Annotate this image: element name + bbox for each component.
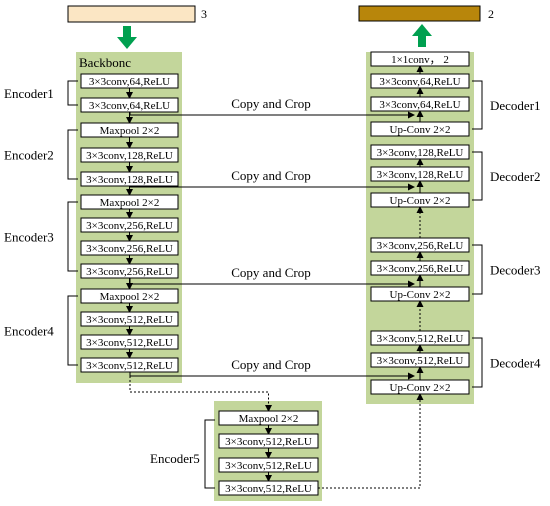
encoder-block-5-label: 3×3conv,128,ReLU xyxy=(86,174,173,186)
encoder-block-9: 3×3conv,256,ReLU xyxy=(80,263,179,279)
input-channels-label: 3 xyxy=(201,7,207,21)
encoder-block-4-label: 3×3conv,128,ReLU xyxy=(86,150,173,162)
encoder-block-13-label: 3×3conv,512,ReLU xyxy=(86,360,173,372)
decoder-block-10-label: 3×3conv,512,ReLU xyxy=(377,333,464,345)
encoder5-block-2-label: 3×3conv,512,ReLU xyxy=(225,436,312,448)
encoder5-block-3: 3×3conv,512,ReLU xyxy=(218,457,319,473)
encoder-block-1: 3×3conv,64,ReLU xyxy=(80,73,179,89)
decoder-block-8-label: 3×3conv,256,ReLU xyxy=(377,263,464,275)
encoder-bracket-4 xyxy=(67,295,78,366)
encoder-block-6-label: Maxpool 2×2 xyxy=(100,197,160,209)
encoder-block-8: 3×3conv,256,ReLU xyxy=(80,240,179,256)
encoder-block-3: Maxpool 2×2 xyxy=(80,122,179,138)
encoder-group-label-3: Encoder3 xyxy=(4,230,54,245)
encoder-block-3-label: Maxpool 2×2 xyxy=(100,125,160,137)
encoder-group-label-1: Encoder1 xyxy=(4,86,54,101)
skip-label-3: Copy and Crop xyxy=(231,265,310,280)
layer-blocks: 3×3conv,64,ReLU 3×3conv,64,ReLU Maxpool 2×… xyxy=(80,51,470,496)
decoder-block-9-label: Up-Conv 2×2 xyxy=(390,289,451,301)
encoder-bracket-2 xyxy=(67,129,78,180)
input-bar xyxy=(67,5,196,23)
decoder-block-4-label: 3×3conv,128,ReLU xyxy=(377,147,464,159)
decoder-block-4: 3×3conv,128,ReLU xyxy=(370,144,470,160)
encoder-block-2: 3×3conv,64,ReLU xyxy=(80,97,179,113)
decoder-block-10: 3×3conv,512,ReLU xyxy=(370,330,470,346)
decoder-block-6-label: Up-Conv 2×2 xyxy=(390,195,451,207)
decoder-block-11: 3×3conv,512,ReLU xyxy=(370,352,470,368)
output-bar xyxy=(358,5,481,22)
encoder-block-2-label: 3×3conv,64,ReLU xyxy=(89,100,170,112)
decoder-group-label-2: Decoder2 xyxy=(490,169,541,184)
decoder-block-3: Up-Conv 2×2 xyxy=(370,121,470,137)
decoder-block-1: 3×3conv,64,ReLU xyxy=(370,73,470,89)
decoder-block-12: Up-Conv 2×2 xyxy=(370,379,470,395)
skip-label-4: Copy and Crop xyxy=(231,357,310,372)
decoder-final-conv-block-label: 1×1conv， 2 xyxy=(391,54,449,66)
input-down-arrow-icon xyxy=(117,26,137,49)
encoder5-block-2: 3×3conv,512,ReLU xyxy=(218,433,319,449)
encoder5-label: Encoder5 xyxy=(150,451,200,466)
decoder-block-8: 3×3conv,256,ReLU xyxy=(370,260,470,276)
output-up-arrow-icon xyxy=(412,24,432,47)
encoder-block-12: 3×3conv,512,ReLU xyxy=(80,334,179,350)
encoder-block-11: 3×3conv,512,ReLU xyxy=(80,311,179,327)
encoder-bracket-3 xyxy=(67,201,78,272)
encoder-block-7: 3×3conv,256,ReLU xyxy=(80,217,179,233)
output-channels-label: 2 xyxy=(488,7,494,21)
decoder-bracket-3 xyxy=(472,244,483,295)
encoder-block-12-label: 3×3conv,512,ReLU xyxy=(86,337,173,349)
encoder5-block-4-label: 3×3conv,512,ReLU xyxy=(225,483,312,495)
skip-label-2: Copy and Crop xyxy=(231,168,310,183)
decoder-bracket-2 xyxy=(472,151,483,201)
decoder-block-12-label: Up-Conv 2×2 xyxy=(390,382,451,394)
decoder-group-label-4: Decoder4 xyxy=(490,356,541,371)
encoder-block-11-label: 3×3conv,512,ReLU xyxy=(86,314,173,326)
encoder-block-13: 3×3conv,512,ReLU xyxy=(80,357,179,373)
encoder5-to-decoder4-arrow xyxy=(318,393,424,489)
encoder-block-10: Maxpool 2×2 xyxy=(80,288,179,304)
encoder-group-label-4: Encoder4 xyxy=(4,324,54,339)
decoder-final-conv-block: 1×1conv， 2 xyxy=(370,51,470,67)
skip-label-1: Copy and Crop xyxy=(231,96,310,111)
encoder-block-1-label: 3×3conv,64,ReLU xyxy=(89,76,170,88)
encoder4-to-encoder5-arrow xyxy=(129,372,272,412)
encoder-block-4: 3×3conv,128,ReLU xyxy=(80,147,179,163)
decoder-block-9: Up-Conv 2×2 xyxy=(370,286,470,302)
group-brackets xyxy=(67,80,483,489)
encoder5-block-1: Maxpool 2×2 xyxy=(218,410,319,426)
encoder5-block-1-label: Maxpool 2×2 xyxy=(239,413,299,425)
encoder5-bracket xyxy=(204,419,215,489)
decoder-block-2: 3×3conv,64,ReLU xyxy=(370,96,470,112)
decoder-group-label-1: Decoder1 xyxy=(490,98,541,113)
decoder-bracket-1 xyxy=(472,80,483,130)
group-labels: Encoder1Encoder2Encoder3Encoder4Encoder5… xyxy=(4,86,541,466)
decoder-block-2-label: 3×3conv,64,ReLU xyxy=(379,99,460,111)
decoder-block-1-label: 3×3conv,64,ReLU xyxy=(379,76,460,88)
encoder-block-7-label: 3×3conv,256,ReLU xyxy=(86,220,173,232)
decoder-block-5-label: 3×3conv,128,ReLU xyxy=(377,169,464,181)
encoder-bracket-1 xyxy=(67,80,78,106)
encoder-block-9-label: 3×3conv,256,ReLU xyxy=(86,266,173,278)
encoder-block-10-label: Maxpool 2×2 xyxy=(100,291,160,303)
decoder-block-3-label: Up-Conv 2×2 xyxy=(390,124,451,136)
encoder-block-6: Maxpool 2×2 xyxy=(80,194,179,210)
encoder5-block-4: 3×3conv,512,ReLU xyxy=(218,480,319,496)
encoder-block-8-label: 3×3conv,256,ReLU xyxy=(86,243,173,255)
decoder-block-7-label: 3×3conv,256,ReLU xyxy=(377,240,464,252)
backbone-label: Backbonc xyxy=(79,55,131,70)
encoder5-block-3-label: 3×3conv,512,ReLU xyxy=(225,460,312,472)
encoder-group-label-2: Encoder2 xyxy=(4,148,54,163)
decoder-block-6: Up-Conv 2×2 xyxy=(370,192,470,208)
decoder-block-11-label: 3×3conv,512,ReLU xyxy=(377,355,464,367)
decoder-block-5: 3×3conv,128,ReLU xyxy=(370,166,470,182)
decoder-block-7: 3×3conv,256,ReLU xyxy=(370,237,470,253)
encoder-block-5: 3×3conv,128,ReLU xyxy=(80,171,179,187)
decoder-bracket-4 xyxy=(472,337,483,388)
decoder-group-label-3: Decoder3 xyxy=(490,263,541,278)
